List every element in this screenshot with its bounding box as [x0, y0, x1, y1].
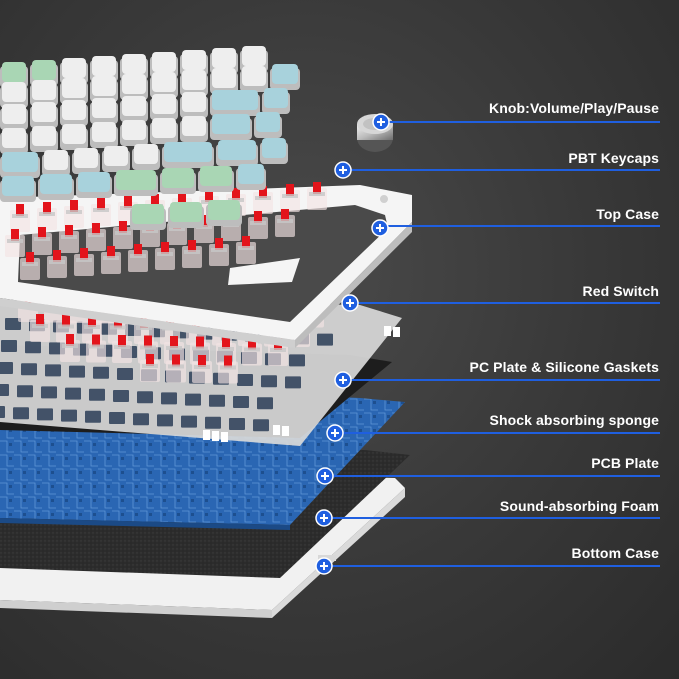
label-top-case: Top Case [596, 206, 659, 222]
plus-circle-icon [315, 557, 333, 575]
plus-circle-icon [316, 467, 334, 485]
plus-circle-icon [334, 161, 352, 179]
label-knob: Knob:Volume/Play/Pause [489, 100, 659, 116]
label-pc-plate: PC Plate & Silicone Gaskets [469, 359, 659, 375]
label-keycaps: PBT Keycaps [568, 150, 659, 166]
pbt-keycaps-layer [0, 46, 300, 230]
label-shock-sponge: Shock absorbing sponge [489, 412, 659, 428]
callout-lines [315, 113, 660, 575]
plus-circle-icon [334, 371, 352, 389]
plus-circle-icon [341, 294, 359, 312]
plus-circle-icon [371, 219, 389, 237]
plus-circle-icon [372, 113, 390, 131]
plus-circle-icon [315, 509, 333, 527]
label-pcb-plate: PCB Plate [591, 455, 659, 471]
label-bottom-case: Bottom Case [571, 545, 659, 561]
plus-circle-icon [326, 424, 344, 442]
label-sound-foam: Sound-absorbing Foam [499, 498, 659, 514]
label-red-switch: Red Switch [582, 283, 659, 299]
